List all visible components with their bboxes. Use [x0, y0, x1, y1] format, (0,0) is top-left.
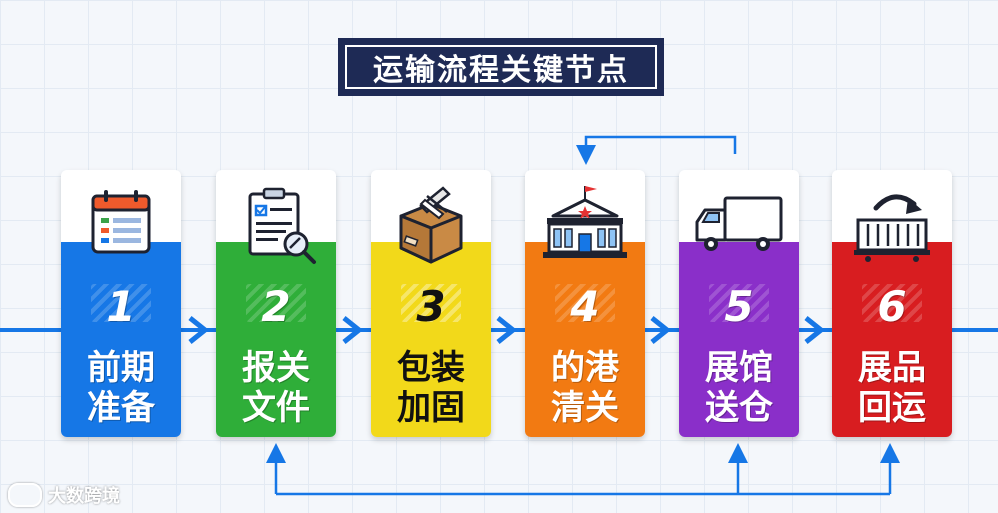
step-label-line2: 回运: [858, 388, 926, 428]
page-title: 运输流程关键节点: [373, 53, 629, 88]
step-card-5: 5 展馆 送仓: [679, 170, 799, 437]
step-number-backdrop: [246, 284, 306, 322]
step-card-1: 1 前期 准备: [61, 170, 181, 437]
step-label: 报关 文件: [216, 348, 336, 428]
container-return-icon: [854, 194, 930, 262]
step-label-line2: 送仓: [705, 388, 773, 428]
step-card-bottom: [679, 242, 799, 437]
step-number-backdrop: [709, 284, 769, 322]
step-number: 4: [570, 282, 600, 331]
step-card-4: 4 的港 清关: [525, 170, 645, 437]
step-card-2: 2 报关 文件: [216, 170, 336, 437]
step-label: 展馆 送仓: [679, 348, 799, 428]
step-card-bottom: [525, 242, 645, 437]
calendar-icon: [91, 190, 151, 254]
step-number-backdrop: [91, 284, 151, 322]
step-number-backdrop: [862, 284, 922, 322]
step-card-bottom: [832, 242, 952, 437]
step-label: 包装 加固: [371, 348, 491, 428]
step-number: 1: [106, 282, 136, 331]
step-number: 2: [261, 282, 291, 331]
step-label-line1: 包装: [397, 348, 465, 388]
flow-chevron-2: [342, 316, 362, 344]
step-label-line1: 的港: [551, 348, 619, 388]
step-card-bottom: [371, 242, 491, 437]
watermark: 大数跨境: [8, 482, 120, 508]
title-banner: 运输流程关键节点: [338, 38, 664, 96]
step-label-line2: 加固: [397, 388, 465, 428]
step-label-line1: 前期: [87, 348, 155, 388]
step-number: 3: [416, 282, 446, 331]
step-label-line2: 文件: [242, 388, 310, 428]
step-label-line1: 展品: [858, 348, 926, 388]
step-label: 前期 准备: [61, 348, 181, 428]
customs-building-icon: [543, 186, 627, 258]
step-card-bottom: [61, 242, 181, 437]
document-magnifier-icon: [248, 187, 316, 264]
flow-chevron-3: [496, 316, 516, 344]
flow-chevron-1: [188, 316, 208, 344]
watermark-text: 大数跨境: [48, 486, 120, 507]
box-icon: [399, 186, 463, 264]
truck-icon: [695, 196, 783, 251]
step-label: 的港 清关: [525, 348, 645, 428]
step-number: 6: [877, 282, 907, 331]
step-label-line1: 展馆: [705, 348, 773, 388]
step-label-line2: 准备: [87, 388, 155, 428]
top-loop-arrow: [576, 135, 737, 165]
step-number-backdrop: [401, 284, 461, 322]
step-label: 展品 回运: [832, 348, 952, 428]
flow-chevron-5: [804, 316, 824, 344]
step-number-backdrop: [555, 284, 615, 322]
step-number: 5: [724, 282, 754, 331]
watermark-logo-icon: [8, 483, 42, 507]
step-card-6: 6 展品 回运: [832, 170, 952, 437]
step-label-line2: 清关: [551, 388, 619, 428]
step-label-line1: 报关: [242, 348, 310, 388]
step-card-bottom: [216, 242, 336, 437]
step-card-3: 3 包装 加固: [371, 170, 491, 437]
flow-chevron-4: [650, 316, 670, 344]
title-frame: [345, 45, 657, 89]
